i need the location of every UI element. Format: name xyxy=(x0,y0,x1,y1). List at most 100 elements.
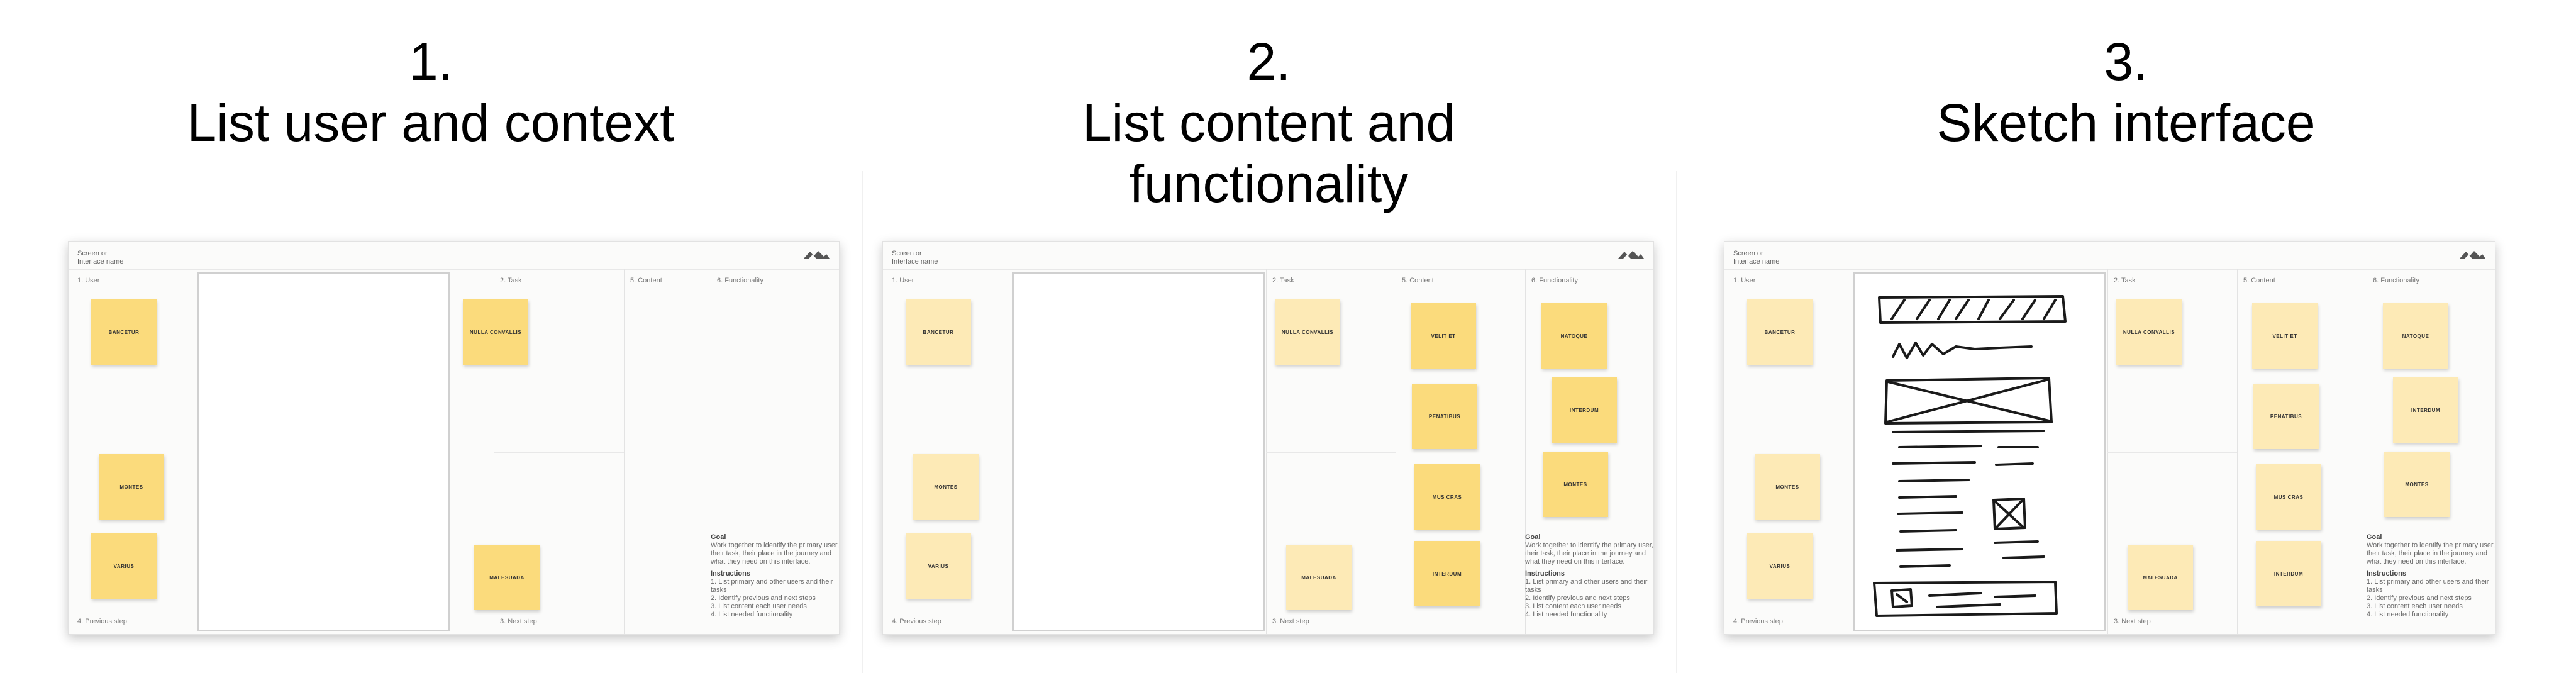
sticky-note[interactable]: NATOQUE xyxy=(2383,303,2448,369)
sticky-note[interactable]: INTERDUM xyxy=(2393,377,2458,443)
column-divider xyxy=(862,171,863,673)
sticky-note[interactable]: VELIT ET xyxy=(1411,303,1476,369)
workshop-board: Screen or Interface name 1. User 2. Task… xyxy=(1724,241,2496,635)
instruction-item: 4. List needed functionality xyxy=(2367,611,2449,618)
functionality-label: 6. Functionality xyxy=(2373,277,2419,284)
board-title: Screen or Interface name xyxy=(77,250,147,266)
sticky-note[interactable]: INTERDUM xyxy=(1552,377,1617,443)
board-title-line-1: Screen or xyxy=(77,250,108,257)
previous-step-label: 4. Previous step xyxy=(77,618,127,625)
sticky-note[interactable]: VARIUS xyxy=(91,533,157,599)
sticky-note[interactable]: NATOQUE xyxy=(1541,303,1607,369)
step-1-column: 1. List user and context Screen or Inter… xyxy=(0,0,862,673)
sticky-note[interactable]: VELIT ET xyxy=(2252,303,2318,369)
content-label: 5. Content xyxy=(1402,277,1434,284)
goal-heading: Goal xyxy=(2367,533,2382,541)
goal-text: Work together to identify the primary us… xyxy=(2367,542,2495,565)
content-label: 5. Content xyxy=(630,277,662,284)
task-label: 2. Task xyxy=(500,277,522,284)
goal-text: Work together to identify the primary us… xyxy=(711,542,839,565)
next-step-label: 3. Next step xyxy=(500,618,537,625)
board-title: Screen or Interface name xyxy=(892,250,961,266)
previous-step-label: 4. Previous step xyxy=(892,618,941,625)
sticky-note[interactable]: BANCETUR xyxy=(906,299,971,365)
sticky-note[interactable]: MUS CRAS xyxy=(1414,464,1480,530)
sticky-note[interactable]: INTERDUM xyxy=(2256,541,2321,606)
sticky-note[interactable]: NULLA CONVALLIS xyxy=(463,299,528,365)
step-title: List content and functionality xyxy=(1082,93,1456,213)
sketch-small-lines xyxy=(1994,540,2045,559)
sketch-footer-box xyxy=(1873,581,2058,617)
sketch-image-box xyxy=(1884,377,2053,425)
interface-sketch-frame xyxy=(1853,272,2106,631)
instruction-item: 2. Identify previous and next steps xyxy=(1525,594,1630,602)
task-divider xyxy=(1266,269,1267,634)
sketch-divider xyxy=(1892,430,2045,433)
instruction-item: 2. Identify previous and next steps xyxy=(711,594,816,602)
goal-text: Work together to identify the primary us… xyxy=(1525,542,1653,565)
sticky-note[interactable]: BANCETUR xyxy=(1747,299,1813,365)
sticky-note[interactable]: INTERDUM xyxy=(1414,541,1480,606)
mountains-logo-icon xyxy=(2460,251,2485,259)
step-1-header: 1. List user and context xyxy=(0,31,862,153)
workshop-board: Screen or Interface name 1. User 2. Task… xyxy=(882,241,1654,635)
sticky-note[interactable]: MONTES xyxy=(2384,452,2450,517)
sketch-header-box xyxy=(1878,295,2067,324)
sketch-header-marks xyxy=(1890,299,2057,320)
content-divider xyxy=(2237,269,2238,634)
sticky-note[interactable]: PENATIBUS xyxy=(2253,384,2319,449)
board-title-line-2: Interface name xyxy=(1733,258,1780,265)
sticky-note[interactable]: MALESUADA xyxy=(1286,545,1352,610)
interface-frame xyxy=(197,272,450,631)
sticky-note[interactable]: BANCETUR xyxy=(91,299,157,365)
user-label: 1. User xyxy=(77,277,100,284)
step-number: 3. xyxy=(2104,32,2148,91)
task-divider xyxy=(2107,269,2108,634)
step-2-header: 2. List content and functionality xyxy=(862,31,1676,214)
instruction-item: 3. List content each user needs xyxy=(2367,603,2463,610)
sketch-scribble xyxy=(1892,342,2033,359)
sticky-note[interactable]: VARIUS xyxy=(1747,533,1813,599)
instructions-heading: Instructions xyxy=(711,570,750,577)
mountains-logo-icon xyxy=(1618,251,1644,259)
board-title-line-1: Screen or xyxy=(1733,250,1763,257)
interface-frame xyxy=(1012,272,1265,631)
sticky-note[interactable]: MONTES xyxy=(913,454,979,520)
sticky-note[interactable]: MUS CRAS xyxy=(2256,464,2321,530)
header-divider xyxy=(883,269,1653,270)
instruction-item: 3. List content each user needs xyxy=(1525,603,1621,610)
sticky-note[interactable]: MALESUADA xyxy=(474,545,540,610)
goal-heading: Goal xyxy=(1525,533,1541,541)
content-label: 5. Content xyxy=(2243,277,2275,284)
sketch-checkbox-cross xyxy=(1994,499,2025,529)
sticky-note[interactable]: MALESUADA xyxy=(2128,545,2193,610)
goal-instructions: Goal Work together to identify the prima… xyxy=(711,533,840,619)
sticky-note[interactable]: NULLA CONVALLIS xyxy=(1275,299,1340,365)
instruction-item: 3. List content each user needs xyxy=(711,603,807,610)
previous-step-label: 4. Previous step xyxy=(1733,618,1783,625)
sticky-note[interactable]: VARIUS xyxy=(906,533,971,599)
sticky-note[interactable]: MONTES xyxy=(1543,452,1608,517)
next-step-label: 3. Next step xyxy=(2114,618,2151,625)
board-title-line-2: Interface name xyxy=(77,258,124,265)
sketch-footer-icon xyxy=(1890,588,1913,608)
step-3-header: 3. Sketch interface xyxy=(1676,31,2576,153)
sketch-text-lines xyxy=(1892,445,2039,568)
hand-drawn-wireframe xyxy=(1873,295,2067,617)
sticky-note[interactable]: NULLA CONVALLIS xyxy=(2116,299,2182,365)
sticky-note[interactable]: PENATIBUS xyxy=(1412,384,1477,449)
header-divider xyxy=(69,269,839,270)
workshop-board: Screen or Interface name 1. User 2. Task… xyxy=(68,241,840,635)
task-next-divider xyxy=(494,452,624,453)
sticky-note[interactable]: MONTES xyxy=(1755,454,1820,520)
task-label: 2. Task xyxy=(2114,277,2136,284)
instructions-heading: Instructions xyxy=(2367,570,2406,577)
sketch-footer-lines xyxy=(1928,592,2036,608)
task-label: 2. Task xyxy=(1272,277,1294,284)
board-title: Screen or Interface name xyxy=(1733,250,1802,266)
instruction-item: 4. List needed functionality xyxy=(711,611,793,618)
sticky-note[interactable]: MONTES xyxy=(99,454,164,520)
goal-heading: Goal xyxy=(711,533,726,541)
mountains-logo-icon xyxy=(804,251,830,259)
instruction-item: 1. List primary and other users and thei… xyxy=(711,578,833,594)
